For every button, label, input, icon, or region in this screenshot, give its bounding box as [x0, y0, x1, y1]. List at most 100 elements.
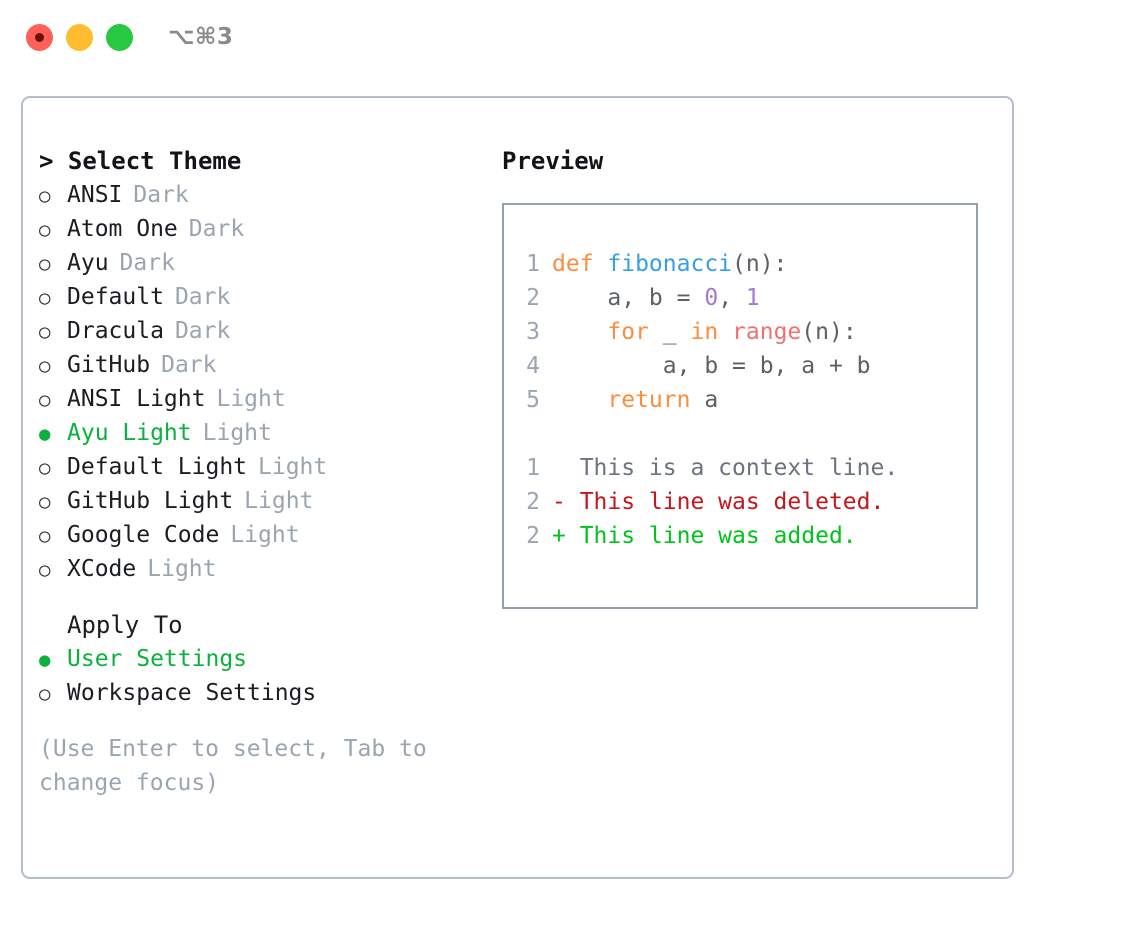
theme-option-default-light[interactable]: ○ Default Light Light	[39, 450, 489, 484]
radio-unselected-icon: ○	[39, 525, 51, 547]
theme-option-atom-one[interactable]: ○ Atom One Dark	[39, 212, 489, 246]
diff-line-deleted: 2 - This line was deleted.	[504, 485, 976, 519]
minimize-button-icon[interactable]	[66, 24, 93, 51]
theme-option-ansi[interactable]: ○ ANSI Dark	[39, 178, 489, 212]
theme-variant-label: Dark	[119, 250, 175, 276]
code-token-kw: def	[552, 251, 608, 277]
diff-line-added: 2+ This line was added.	[504, 519, 976, 553]
code-line-number: 4	[526, 353, 540, 379]
keyboard-shortcut-label: ⌥⌘3	[168, 24, 234, 50]
apply-to-heading: Apply To	[67, 611, 183, 639]
theme-variant-label: Light	[216, 386, 286, 412]
zoom-button-icon[interactable]	[106, 24, 133, 51]
code-line: 1 def fibonacci(n):	[504, 247, 976, 281]
diff-sample: 1 This is a context line. 2 - This line wa…	[504, 451, 976, 553]
radio-unselected-icon: ○	[39, 355, 51, 377]
title-bar: ⌥⌘3	[0, 0, 1140, 78]
theme-option-google-code[interactable]: ○ Google Code Light	[39, 518, 489, 552]
apply-to-option-workspace-settings[interactable]: ○ Workspace Settings	[39, 676, 489, 710]
theme-option-default[interactable]: ○ Default Dark	[39, 280, 489, 314]
diff-line-number: 2	[526, 489, 540, 515]
apply-to-option-label: Workspace Settings	[67, 680, 317, 706]
radio-unselected-icon: ○	[39, 491, 51, 513]
code-token-plain: a, b = b, a + b	[552, 353, 871, 379]
diff-line-content: This is a context line.	[552, 455, 899, 481]
theme-variant-label: Light	[147, 556, 217, 582]
apply-to-option-label: User Settings	[67, 646, 248, 672]
theme-option-label: ANSI Light	[67, 386, 206, 412]
code-token-plain	[718, 319, 732, 345]
theme-variant-label: Light	[244, 488, 314, 514]
theme-variant-label: Light	[202, 420, 272, 446]
theme-variant-label: Dark	[174, 284, 231, 310]
theme-variant-label: Dark	[161, 352, 217, 378]
code-line-number: 5	[526, 387, 540, 413]
radio-unselected-icon: ○	[39, 219, 51, 241]
theme-option-label: Google Code	[67, 522, 220, 548]
code-line: 4 a, b = b, a + b	[504, 349, 976, 383]
code-token-plain: (n):	[801, 319, 857, 345]
theme-option-label: Default	[67, 284, 164, 310]
radio-unselected-icon: ○	[39, 185, 51, 207]
theme-option-ayu-light[interactable]: ● Ayu Light Light	[39, 416, 489, 450]
keyboard-hint-text: (Use Enter to select, Tab to change focu…	[39, 736, 427, 796]
close-button-icon[interactable]	[26, 24, 53, 51]
code-line-number: 2	[526, 285, 540, 311]
diff-line-context: 1 This is a context line.	[504, 451, 976, 485]
code-line: 5 return a	[504, 383, 976, 417]
radio-unselected-icon: ○	[39, 287, 51, 309]
code-line-number: 3	[526, 319, 540, 345]
code-token-plain: ,	[718, 285, 746, 311]
code-token-kw: in	[690, 319, 719, 345]
radio-unselected-icon: ○	[39, 253, 51, 275]
theme-option-label: Dracula	[67, 318, 164, 344]
theme-variant-label: Dark	[188, 216, 245, 242]
theme-option-label: Default Light	[67, 454, 248, 480]
code-token-plain: (n):	[732, 251, 788, 277]
theme-option-label: Ayu Light	[67, 420, 192, 446]
select-theme-heading: > Select Theme	[39, 147, 242, 175]
code-token-plain: a, b =	[552, 285, 705, 311]
code-token-num: 1	[745, 285, 760, 311]
radio-unselected-icon: ○	[39, 559, 51, 581]
diff-line-number: 1	[526, 455, 540, 481]
apply-to-option-user-settings[interactable]: ● User Settings	[39, 642, 489, 676]
theme-option-label: Atom One	[67, 216, 178, 242]
code-token-fn: fibonacci	[607, 251, 733, 277]
apply-to-option-list[interactable]: ● User Settings ○ Workspace Settings	[39, 642, 489, 710]
code-line-content: return a	[552, 383, 718, 417]
diff-line-content: - This line was deleted.	[552, 489, 885, 515]
code-token-plain	[552, 387, 607, 413]
code-line-content: a, b = 0, 1	[552, 281, 760, 315]
theme-option-label: XCode	[67, 556, 137, 582]
code-line: 2 a, b = 0, 1	[504, 281, 976, 315]
diff-line-content: + This line was added.	[552, 523, 857, 549]
code-line-content: def fibonacci(n):	[552, 247, 787, 281]
radio-selected-icon: ●	[39, 649, 51, 671]
theme-variant-label: Light	[258, 454, 328, 480]
theme-variant-label: Dark	[133, 182, 189, 208]
theme-option-github-light[interactable]: ○ GitHub Light Light	[39, 484, 489, 518]
theme-variant-label: Light	[230, 522, 300, 548]
code-line-number: 1	[526, 251, 540, 277]
code-line-content: a, b = b, a + b	[552, 349, 871, 383]
theme-option-xcode[interactable]: ○ XCode Light	[39, 552, 489, 586]
radio-unselected-icon: ○	[39, 457, 51, 479]
theme-option-label: ANSI	[67, 182, 123, 208]
theme-variant-label: Dark	[174, 318, 231, 344]
radio-selected-icon: ●	[39, 423, 51, 445]
theme-option-label: GitHub Light	[67, 488, 234, 514]
radio-unselected-icon: ○	[39, 683, 51, 705]
code-token-kw: return	[607, 387, 691, 413]
code-token-plain: _	[648, 319, 691, 345]
code-token-plain: a	[690, 387, 719, 413]
